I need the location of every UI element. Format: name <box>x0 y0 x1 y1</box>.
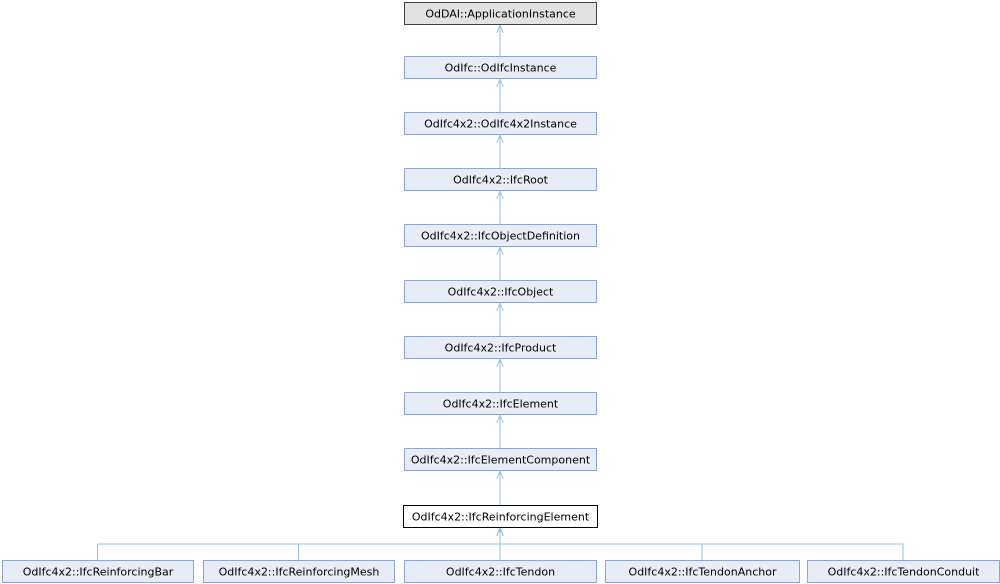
class-node[interactable]: OdIfc4x2::IfcObject <box>404 280 597 303</box>
class-node-label: OdIfc4x2::IfcElementComponent <box>411 454 591 467</box>
class-node-label: OdIfc4x2::IfcReinforcingMesh <box>219 566 380 579</box>
class-node[interactable]: OdIfc4x2::IfcRoot <box>404 168 597 191</box>
class-node-label: OdIfc4x2::IfcObjectDefinition <box>421 230 580 243</box>
class-node[interactable]: OdIfc4x2::IfcElementComponent <box>404 448 597 471</box>
class-node-label: OdIfc4x2::IfcReinforcingBar <box>23 566 174 579</box>
class-node-label: OdDAI::ApplicationInstance <box>425 8 576 21</box>
class-node-box <box>404 2 597 25</box>
class-node-box <box>404 392 597 415</box>
class-node[interactable]: OdIfc4x2::IfcReinforcingMesh <box>203 560 395 583</box>
class-node-label: OdIfc4x2::IfcTendonAnchor <box>629 566 777 579</box>
class-node-box <box>203 560 395 583</box>
class-node-box <box>404 448 597 471</box>
class-node-box <box>404 280 597 303</box>
inheritance-edge <box>298 528 501 560</box>
class-node[interactable]: OdIfc4x2::IfcProduct <box>404 336 597 359</box>
class-node-label: OdIfc4x2::IfcTendon <box>446 566 555 579</box>
class-node-label: OdIfc4x2::IfcProduct <box>445 342 557 355</box>
class-node-box <box>404 168 597 191</box>
class-node-label: OdIfc4x2::OdIfc4x2Instance <box>424 118 577 131</box>
class-node[interactable]: OdIfc4x2::OdIfc4x2Instance <box>404 112 597 135</box>
class-node-label: OdIfc4x2::IfcElement <box>443 398 559 411</box>
class-node[interactable]: OdIfc4x2::IfcReinforcingBar <box>2 560 194 583</box>
class-node-box <box>404 560 597 583</box>
class-node[interactable]: OdDAI::ApplicationInstance <box>404 2 597 25</box>
class-node-label: OdIfc4x2::IfcRoot <box>453 174 548 187</box>
class-node-label: OdIfc4x2::IfcReinforcingElement <box>412 511 590 524</box>
class-node-box <box>403 505 598 528</box>
class-node[interactable]: OdIfc::OdIfcInstance <box>404 56 597 79</box>
class-node[interactable]: OdIfc4x2::IfcTendonConduit <box>807 560 1000 583</box>
class-node[interactable]: OdIfc4x2::IfcObjectDefinition <box>404 224 597 247</box>
class-node-label: OdIfc4x2::IfcObject <box>448 286 554 299</box>
class-node-label: OdIfc::OdIfcInstance <box>445 62 557 75</box>
class-node: OdIfc4x2::IfcReinforcingElement <box>403 505 598 528</box>
inheritance-edge <box>500 528 904 560</box>
class-node-box <box>404 336 597 359</box>
class-node[interactable]: OdIfc4x2::IfcElement <box>404 392 597 415</box>
class-node-box <box>404 224 597 247</box>
edges-layer <box>97 25 904 560</box>
class-node-box <box>605 560 800 583</box>
class-node-box <box>404 56 597 79</box>
class-node-label: OdIfc4x2::IfcTendonConduit <box>828 566 981 579</box>
class-node-box <box>404 112 597 135</box>
class-node[interactable]: OdIfc4x2::IfcTendon <box>404 560 597 583</box>
class-node-box <box>2 560 194 583</box>
class-node[interactable]: OdIfc4x2::IfcTendonAnchor <box>605 560 800 583</box>
